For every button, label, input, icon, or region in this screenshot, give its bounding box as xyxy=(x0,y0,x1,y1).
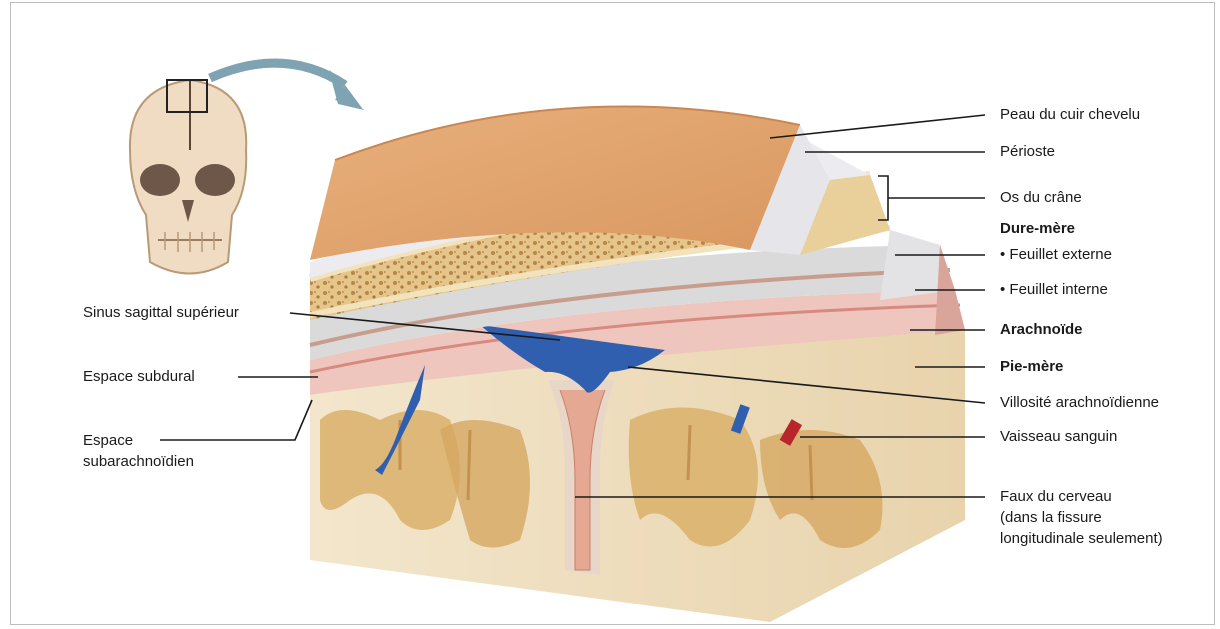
label-pie-mere: Pie-mère xyxy=(1000,358,1063,376)
label-os: Os du crâne xyxy=(1000,189,1082,207)
label-peau: Peau du cuir chevelu xyxy=(1000,106,1140,124)
skull-icon xyxy=(130,80,246,274)
label-dure-mere: Dure-mère xyxy=(1000,220,1075,238)
label-perioste: Périoste xyxy=(1000,143,1055,161)
label-feuillet-externe: • Feuillet externe xyxy=(1000,246,1112,264)
label-subarachnoidien: Espace subarachnoïdien xyxy=(83,430,194,472)
label-subdural: Espace subdural xyxy=(83,368,195,386)
label-vaisseau: Vaisseau sanguin xyxy=(1000,428,1117,446)
label-feuillet-interne: • Feuillet interne xyxy=(1000,281,1108,299)
label-villosite: Villosité arachnoïdienne xyxy=(1000,394,1159,412)
label-sinus: Sinus sagittal supérieur xyxy=(83,304,239,322)
label-faux: Faux du cerveau (dans la fissure longitu… xyxy=(1000,486,1163,549)
label-arachnoide: Arachnoïde xyxy=(1000,321,1083,339)
